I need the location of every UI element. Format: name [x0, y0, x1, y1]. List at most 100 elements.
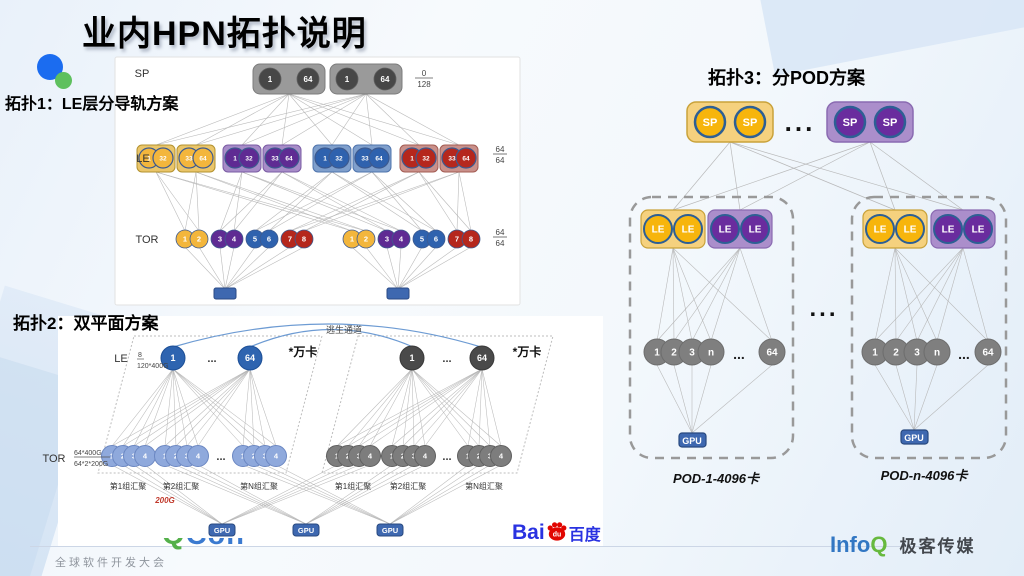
- link-line: [155, 171, 353, 232]
- pod-tor-node-label: 1: [654, 348, 660, 359]
- link-line: [155, 171, 186, 232]
- link-line: [336, 368, 413, 447]
- link-line: [253, 464, 391, 525]
- le-pod-node-label: LE: [904, 225, 917, 236]
- decorative-dot-green-icon: [55, 72, 72, 89]
- link-line: [673, 364, 693, 434]
- link-line: [172, 368, 188, 447]
- gpu-box: [678, 432, 707, 448]
- link-line: [347, 368, 413, 447]
- tor-node-label: 4: [232, 235, 237, 244]
- server-box: [386, 287, 410, 300]
- link-line: [467, 368, 483, 447]
- link-line: [233, 171, 283, 232]
- link-line: [303, 171, 420, 232]
- link-line: [155, 93, 367, 146]
- gpu-box: [376, 523, 404, 537]
- qcon-logo-text: QCon: [162, 538, 272, 551]
- ellipsis: ...: [442, 451, 451, 463]
- tor-node-label: 7: [288, 235, 292, 244]
- link-line: [144, 464, 223, 525]
- sp-node-label: 1: [268, 75, 273, 84]
- link-line: [729, 141, 741, 211]
- tor-node: [426, 229, 446, 249]
- le-pod-node: [895, 214, 925, 244]
- link-line: [365, 93, 373, 146]
- link-line: [305, 464, 404, 525]
- sp-pod-node: [693, 105, 727, 139]
- link-line: [458, 171, 472, 232]
- link-line: [386, 246, 399, 290]
- pod-tor-node-label: 3: [689, 348, 695, 359]
- link-line: [254, 171, 333, 232]
- link-line: [242, 368, 251, 447]
- link-line: [894, 247, 938, 342]
- wan-label: *万卡: [513, 344, 542, 359]
- link-line: [672, 141, 731, 211]
- link-line: [289, 171, 460, 232]
- link-line: [402, 368, 483, 447]
- link-line: [936, 247, 964, 342]
- pod-label: POD-1-4096卡: [673, 471, 761, 486]
- tor-node-label: 4: [399, 235, 404, 244]
- le-pod-node-label: LE: [874, 225, 887, 236]
- link-line: [133, 464, 223, 525]
- group-caption: 第1组汇聚: [110, 481, 146, 491]
- link-line: [241, 93, 367, 146]
- le-pod-node: [673, 214, 703, 244]
- le-node-label: 32: [335, 155, 343, 162]
- plane-tor-node-label: 3: [263, 452, 267, 461]
- escape-channel-label: 逃生通道: [326, 324, 362, 335]
- text-label: 8: [138, 352, 142, 359]
- link-line: [913, 364, 938, 431]
- plane-tor-node-label: 4: [368, 452, 373, 461]
- link-line: [289, 171, 420, 232]
- tor-node-label: 1: [350, 235, 354, 244]
- tor-node-label: 6: [267, 235, 271, 244]
- plane-tor-node-label: 4: [423, 452, 428, 461]
- gpu-label: GPU: [214, 526, 230, 535]
- link-line: [411, 368, 480, 447]
- plane-tor-node-label: 3: [185, 452, 189, 461]
- link-line: [365, 246, 399, 290]
- tor-node-label: 5: [253, 235, 257, 244]
- le-pod-node: [933, 214, 963, 244]
- pod-tor-node-label: 2: [671, 348, 677, 359]
- link-line: [962, 247, 989, 342]
- link-line: [336, 368, 483, 447]
- qcon-caption: 全球软件开发大会: [55, 557, 167, 569]
- link-line: [894, 247, 897, 342]
- le-node-label: 64: [199, 155, 207, 162]
- text-label: 128: [417, 80, 431, 89]
- link-line: [195, 171, 200, 232]
- link-line: [365, 93, 460, 146]
- link-line: [397, 246, 437, 290]
- link-line: [111, 368, 174, 447]
- link-line: [281, 171, 388, 232]
- ellipsis: ...: [442, 353, 451, 365]
- link-line: [281, 171, 402, 232]
- link-line: [195, 171, 353, 232]
- link-line: [331, 93, 367, 146]
- link-line: [894, 247, 989, 342]
- link-line: [219, 171, 283, 232]
- plane-tor-node-label: 2: [401, 452, 405, 461]
- link-line: [249, 368, 266, 447]
- link-line: [198, 246, 226, 290]
- link-line: [305, 464, 426, 525]
- text-label: 64: [496, 228, 505, 237]
- le-node-label: 32: [245, 155, 253, 162]
- link-line: [242, 464, 391, 525]
- sp-pod-node-label: SP: [743, 117, 758, 129]
- pod-tor-node-label: 64: [766, 348, 778, 359]
- le-node-label: 1: [410, 155, 414, 162]
- footer-divider: [30, 546, 935, 547]
- text-label: 64*400G: [74, 450, 102, 457]
- link-line: [195, 93, 290, 146]
- link-line: [122, 464, 223, 525]
- link-line: [219, 171, 243, 232]
- link-line: [739, 247, 773, 342]
- link-line: [389, 464, 491, 525]
- link-line: [241, 171, 402, 232]
